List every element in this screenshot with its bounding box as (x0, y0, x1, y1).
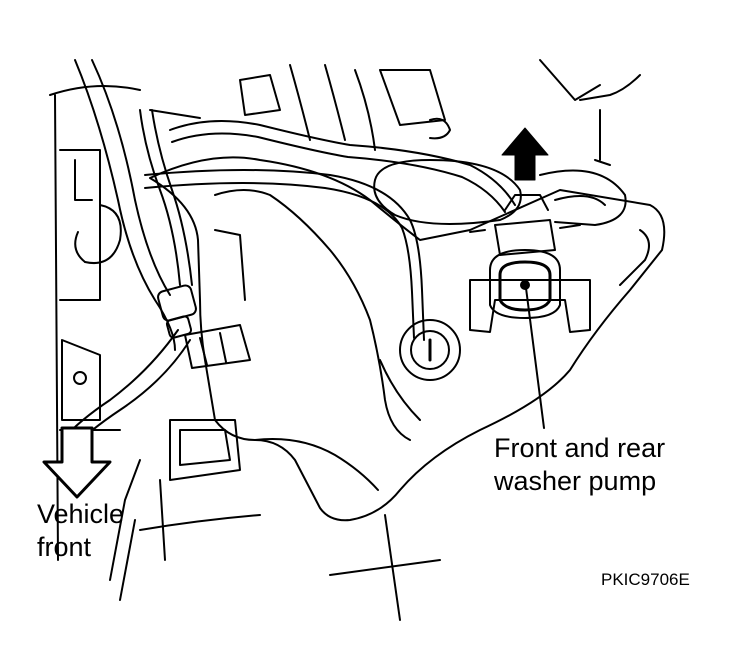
solid-up-arrow-icon (501, 127, 549, 181)
vehicle-front-label-line2: front (37, 532, 92, 562)
washer-pump-label: Front and rear washer pump (494, 432, 665, 498)
pump-leader-line (525, 287, 545, 429)
upper-hose-loop (144, 109, 627, 341)
lower-structure (139, 514, 441, 621)
washer-pump-label-line1: Front and rear (494, 433, 666, 463)
washer-pump-label-line2: washer pump (494, 466, 657, 496)
outline-down-arrow-icon (42, 426, 112, 499)
vehicle-front-label: Vehicle front (37, 498, 124, 564)
washer-pump (469, 194, 591, 333)
filler-neck (399, 319, 461, 381)
figure-code: PKIC9706E (601, 570, 690, 589)
upper-right-structure (239, 59, 641, 166)
left-body-structure (49, 85, 241, 601)
vehicle-front-label-line1: Vehicle (37, 499, 125, 529)
hose-lines (61, 59, 251, 451)
